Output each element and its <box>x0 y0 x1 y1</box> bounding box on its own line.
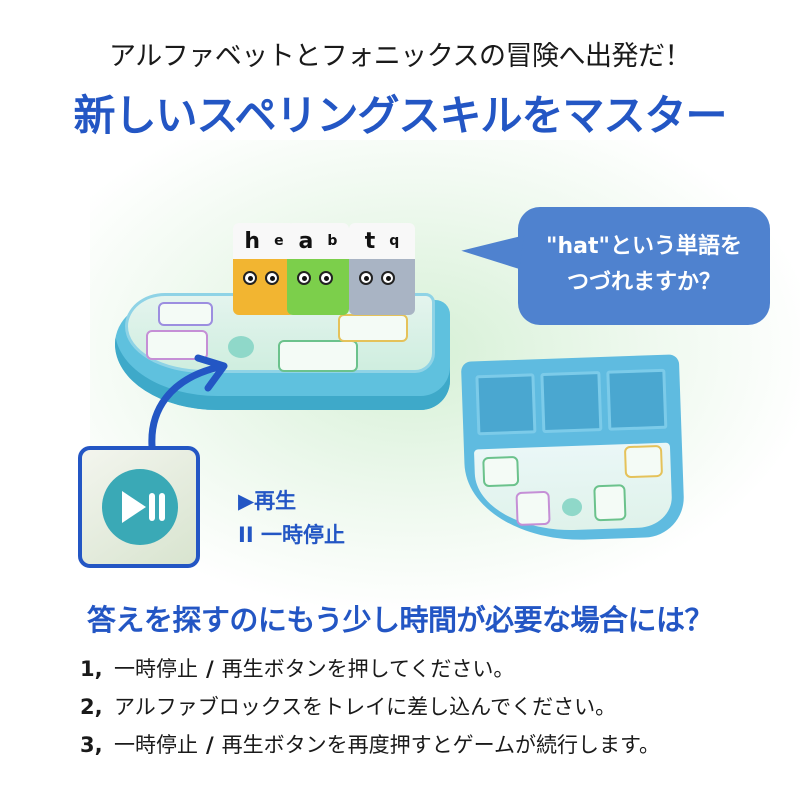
block-letter: q <box>389 233 400 249</box>
curved-arrow-icon <box>148 354 228 450</box>
play-pause-button-image <box>78 446 200 568</box>
step-item: 1,一時停止/再生ボタンを押してください。 <box>80 657 515 681</box>
play-pause-icon <box>228 336 254 358</box>
bubble-line-1: "hat"という単語を <box>546 234 742 259</box>
control-legend: ▶再生 II 一時停止 <box>238 484 345 552</box>
block-letter: b <box>327 233 338 249</box>
bubble-line-2: つづれますか？ <box>566 270 721 295</box>
step-item: 2,アルファブロックスをトレイに差し込んでください。 <box>80 695 617 719</box>
step-item: 3,一時停止/再生ボタンを再度押すとゲームが続行します。 <box>80 733 660 757</box>
section-question: 答えを探すのにもう少し時間が必要な場合には？ <box>86 603 714 637</box>
block-letter: a <box>298 228 314 254</box>
block-letter: t <box>364 228 376 254</box>
picture-card <box>158 302 213 326</box>
legend-play: ▶再生 <box>238 489 297 513</box>
picture-card <box>338 314 408 342</box>
instruction-steps: 1,一時停止/再生ボタンを押してください。 2,アルファブロックスをトレイに差し… <box>80 650 660 764</box>
tray-activity-panel <box>473 442 673 534</box>
block-letter: h <box>244 228 261 254</box>
subtitle: アルファベットとフォニックスの冒険へ出発だ！ <box>109 41 691 72</box>
speech-bubble: "hat"という単語を つづれますか？ <box>518 207 770 325</box>
legend-pause: II 一時停止 <box>238 523 345 547</box>
play-pause-icon <box>561 497 583 517</box>
toy-activity-panel <box>125 293 435 373</box>
picture-card <box>278 340 358 372</box>
page-title: 新しいスペリングスキルをマスター <box>73 91 727 140</box>
play-pause-icon <box>102 469 178 545</box>
block-letter: e <box>274 233 284 249</box>
block-slots <box>475 368 668 436</box>
